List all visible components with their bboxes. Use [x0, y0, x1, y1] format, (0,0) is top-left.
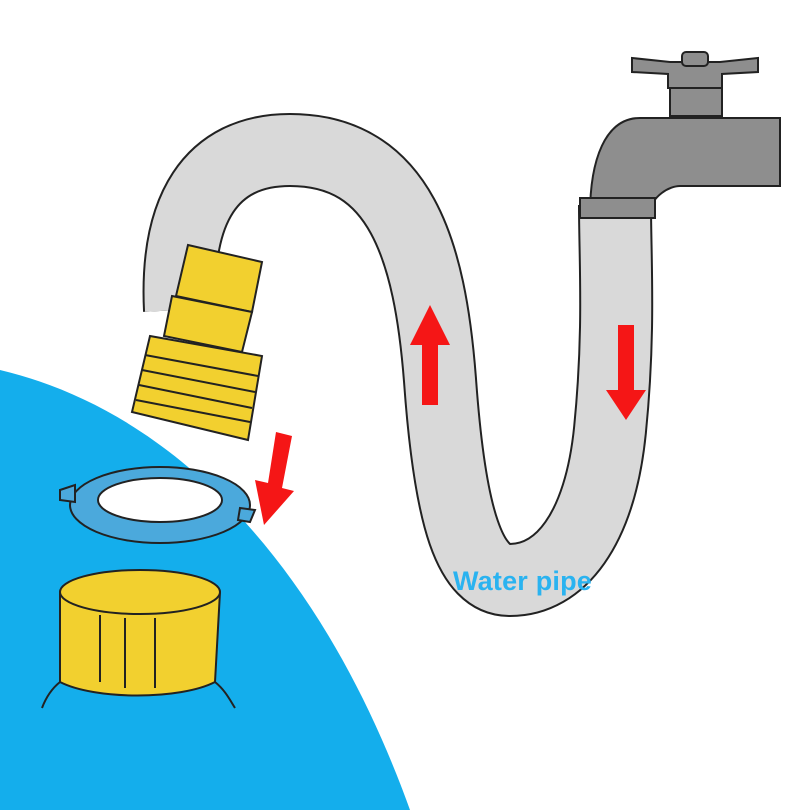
- washer-ring-icon: [59, 466, 257, 544]
- flow-arrow-up: [410, 305, 450, 405]
- install-arrow-down: [255, 432, 294, 525]
- quick-connector-icon: [130, 243, 264, 442]
- water-pipe-label: Water pipe: [453, 566, 593, 596]
- flow-arrow-down: [606, 325, 646, 420]
- tank-cap-icon: [41, 569, 236, 709]
- faucet-icon: [579, 51, 781, 219]
